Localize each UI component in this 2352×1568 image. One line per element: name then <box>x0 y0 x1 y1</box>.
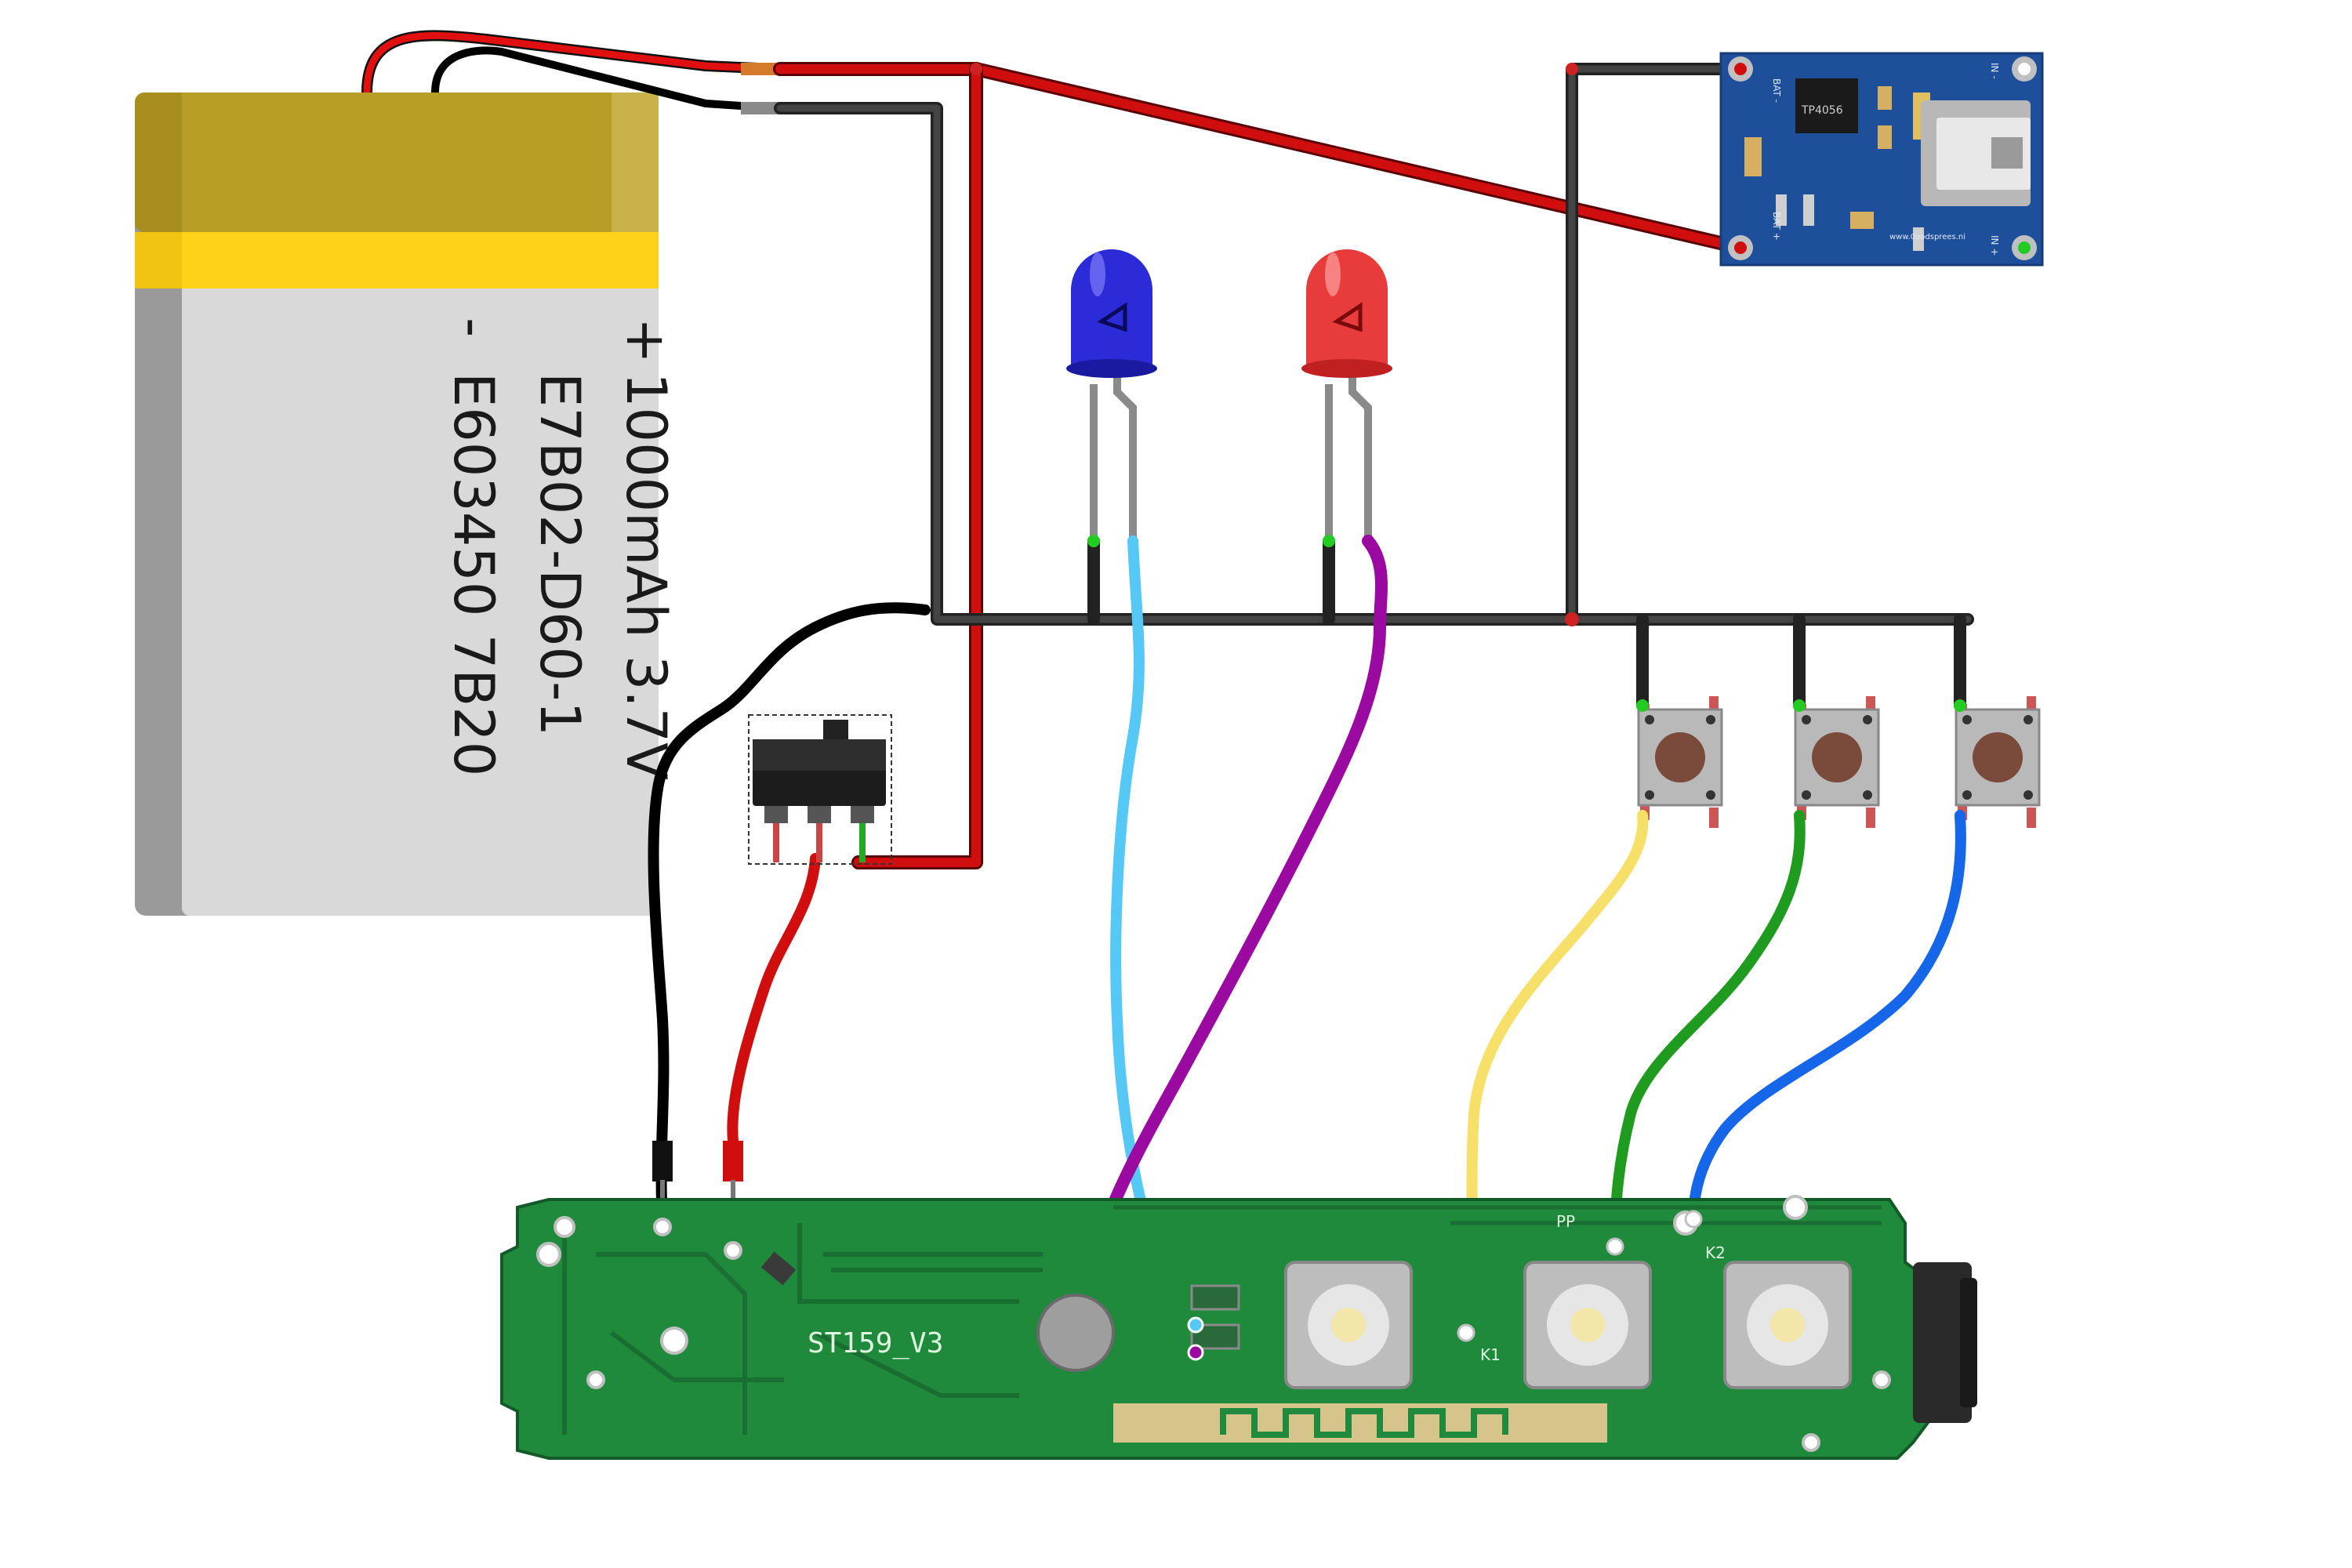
charger-brand-text: www.0oodsprees.ni <box>1889 233 1965 241</box>
battery-text-line2: E7B02-D60-1 <box>528 372 592 736</box>
pad-bat-plus: BAT + <box>1771 212 1782 241</box>
pcb-pad-pp-label: PP <box>1556 1212 1575 1231</box>
blue-led-junction <box>1087 535 1100 547</box>
junction-dot <box>970 63 982 75</box>
lipo-battery: - E603450 7B20 E7B02-D60-1 + 1000mAh 3.7… <box>135 93 678 916</box>
tp4056-charger-module: TP4056 BAT - BAT + IN - IN + www.0oodspr… <box>1719 52 2044 267</box>
blue-wire <box>1688 810 1966 1225</box>
slide-switch <box>748 714 892 865</box>
red-led-junction <box>1323 535 1335 547</box>
switch-to-pcb-red-wire <box>727 853 821 1146</box>
cyan-wire-endpoint <box>1187 1316 1204 1334</box>
red-wires <box>773 62 1748 869</box>
pcb-button-2 <box>1523 1261 1652 1389</box>
battery-minus-label: - <box>441 318 506 337</box>
black-wire-pcb-tip <box>652 1141 673 1181</box>
junction-dot <box>1565 612 1579 626</box>
battery-label: - E603450 7B20 E7B02-D60-1 + 1000mAh 3.7… <box>441 318 678 780</box>
battery-red-lead <box>363 31 777 93</box>
push-button-1 <box>1637 696 1723 828</box>
pad-bat-minus: BAT - <box>1771 78 1782 103</box>
junction-dot <box>1636 699 1649 712</box>
red-lead-terminal <box>741 63 780 75</box>
battery-text-line3: 1000mAh 3.7V <box>614 372 678 780</box>
red-led <box>1301 249 1392 541</box>
battery-text-line1: E603450 7B20 <box>441 372 506 776</box>
pcb-button-1 <box>1284 1261 1413 1389</box>
junction-dot <box>1954 699 1966 712</box>
battery-black-lead <box>431 46 777 112</box>
pcb-pad-k2-label: K2 <box>1705 1243 1726 1262</box>
black-lead-terminal <box>741 102 780 114</box>
audio-pcb-board: ST159_V3 PP K1 K2 <box>500 1195 1977 1460</box>
junction-dot <box>1566 63 1578 75</box>
pcb-board-label: ST159_V3 <box>808 1327 943 1359</box>
push-button-3 <box>1955 696 2041 828</box>
green-wire <box>1610 810 1806 1248</box>
battery-plus-label: + <box>614 318 678 364</box>
blue-led <box>1066 249 1157 541</box>
chip-label: TP4056 <box>1801 104 1843 117</box>
red-wire-pcb-tip <box>723 1141 743 1181</box>
push-button-2 <box>1794 696 1880 828</box>
tp4056-chip <box>1795 78 1858 133</box>
pcb-pad-k1-label: K1 <box>1480 1345 1501 1364</box>
black-wires <box>648 63 1974 1229</box>
purple-wire-endpoint <box>1187 1344 1204 1361</box>
pad-in-plus: IN + <box>1989 235 2000 256</box>
junction-dot <box>1793 699 1806 712</box>
pad-in-minus: IN - <box>1989 63 2000 79</box>
pcb-button-3 <box>1723 1261 1852 1389</box>
